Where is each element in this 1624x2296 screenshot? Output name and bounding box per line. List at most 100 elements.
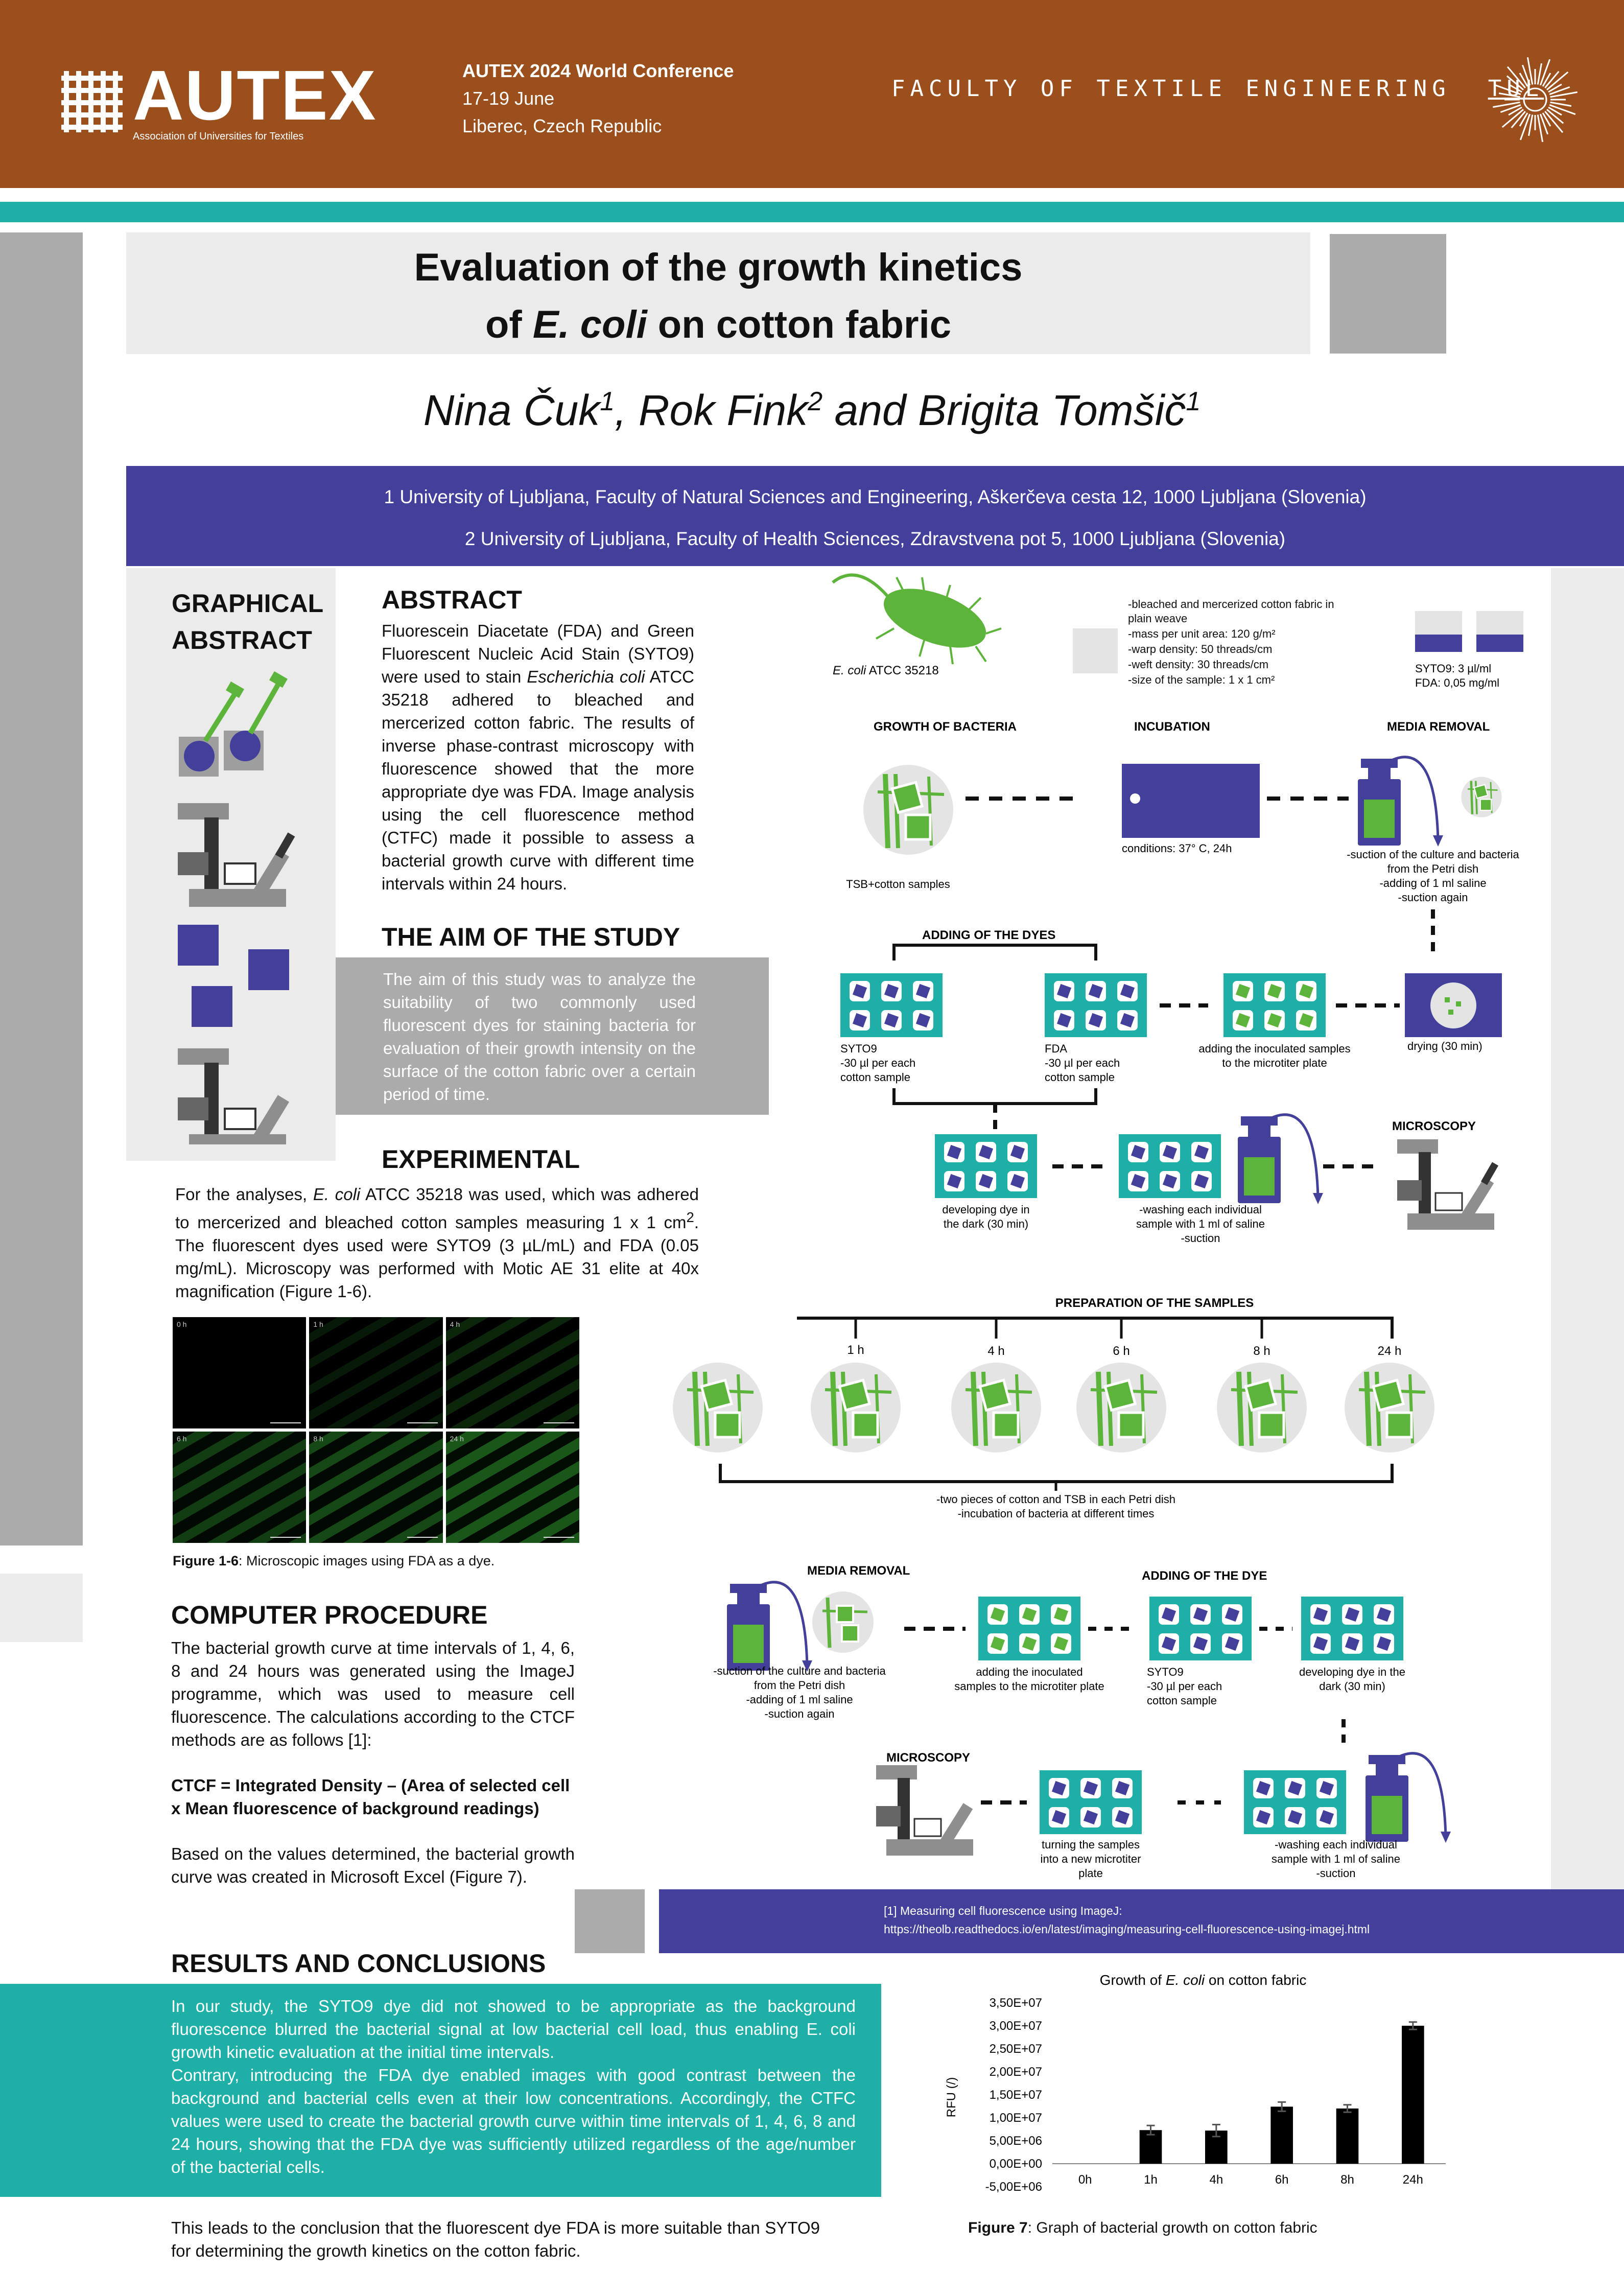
microtiter-plate-icon — [978, 1597, 1080, 1660]
svg-text:-washing each individual: -washing each individual — [1275, 1838, 1397, 1851]
microscopy-image: 6 h — [173, 1432, 307, 1543]
y-tick-label: 2,50E+07 — [990, 2042, 1042, 2056]
fda-conc: FDA: 0,05 mg/ml — [1415, 676, 1499, 689]
vacuum-pump-icon — [1358, 757, 1443, 847]
microscope-icon — [1397, 1139, 1498, 1230]
faculty-name: FACULTY OF TEXTILE ENGINEERING TUL — [891, 76, 1544, 102]
suction-notes: -suction of the culture and bacteria fro… — [1347, 848, 1519, 904]
svg-text:sample with 1 ml of saline: sample with 1 ml of saline — [1272, 1853, 1400, 1865]
svg-text:-mass per unit area: 120 g/m²: -mass per unit area: 120 g/m² — [1128, 627, 1276, 640]
microscopy-image: 8 h — [309, 1432, 443, 1543]
svg-text:-suction of the culture and ba: -suction of the culture and bacteria — [713, 1665, 886, 1677]
poster-title: Evaluation of the growth kinetics of E. … — [414, 246, 1023, 346]
syto9-2-notes: SYTO9 -30 µl per each cotton sample — [1147, 1666, 1222, 1707]
reference-gray-square — [575, 1889, 645, 1953]
svg-text:samples to the microtiter plat: samples to the microtiter plate — [954, 1680, 1104, 1693]
svg-text:-suction: -suction — [1316, 1867, 1355, 1880]
svg-text:24 h: 24 h — [1378, 1344, 1402, 1358]
conference-title: AUTEX 2024 World Conference — [462, 60, 734, 81]
svg-text:sample with 1 ml of saline: sample with 1 ml of saline — [1136, 1217, 1265, 1230]
svg-text:4 h: 4 h — [987, 1344, 1004, 1358]
x-tick-label: 1h — [1144, 2173, 1158, 2187]
developing2-notes: developing dye in the dark (30 min) — [1299, 1666, 1405, 1693]
developing-notes: developing dye in the dark (30 min) — [942, 1203, 1029, 1230]
svg-text:1 h: 1 h — [847, 1343, 864, 1357]
svg-text:cotton sample: cotton sample — [1147, 1694, 1217, 1707]
microscope-icon — [876, 1765, 973, 1856]
fabric-specs: -bleached and mercerized cotton fabric i… — [1128, 598, 1334, 686]
title-box — [126, 232, 1310, 354]
svg-text:the dark (30 min): the dark (30 min) — [944, 1217, 1028, 1230]
aim-box — [336, 957, 769, 1115]
suction2-notes: -suction of the culture and bacteria fro… — [713, 1665, 886, 1720]
microscope-icon — [178, 803, 295, 907]
svg-text:-30 µl per each: -30 µl per each — [840, 1057, 915, 1069]
dye-vials-icon — [1415, 611, 1523, 652]
microtiter-plate-icon — [1149, 1597, 1252, 1660]
ecoli-label: E. coli ATCC 35218 — [833, 664, 939, 677]
svg-text:developing dye in the: developing dye in the — [1299, 1666, 1405, 1678]
x-tick-label: 6h — [1275, 2173, 1289, 2187]
conference-info: AUTEX 2024 World Conference 17-19 June L… — [462, 57, 734, 140]
washing2-notes: -washing each individual sample with 1 m… — [1272, 1838, 1400, 1880]
results-box — [0, 1984, 881, 2197]
chart-title: Growth of E. coli on cotton fabric — [1100, 1972, 1307, 1988]
svg-text:adding the inoculated: adding the inoculated — [976, 1666, 1082, 1678]
petri-dish-icon — [1217, 1363, 1307, 1452]
petri-dish-icon — [951, 1363, 1041, 1452]
svg-text:-suction: -suction — [1181, 1232, 1220, 1245]
y-tick-label: 3,50E+07 — [990, 1996, 1042, 2010]
results-heading: RESULTS AND CONCLUSIONS — [171, 1949, 546, 1978]
syto9-conc: SYTO9: 3 µl/ml — [1415, 662, 1491, 675]
svg-text:cotton sample: cotton sample — [840, 1071, 910, 1084]
syto9-notes: SYTO9 -30 µl per each cotton sample — [840, 1042, 915, 1084]
computer-text: The bacterial growth curve at time inter… — [171, 1638, 575, 1886]
microscopy-image: 1 h — [309, 1317, 443, 1428]
svg-text:cotton sample: cotton sample — [1045, 1071, 1115, 1084]
reference-text: [1] Measuring cell fluorescence using Im… — [884, 1904, 1370, 1936]
growth-chart: Growth of E. coli on cotton fabric RFU (… — [945, 1972, 1446, 2194]
drying-label: drying (30 min) — [1407, 1040, 1482, 1052]
adding-dyes-label: ADDING OF THE DYES — [922, 928, 1055, 942]
left-light-strip — [0, 1574, 83, 1642]
svg-text:-size of the sample: 1 x 1 cm²: -size of the sample: 1 x 1 cm² — [1128, 673, 1275, 686]
media-removal-label: MEDIA REMOVAL — [1387, 720, 1490, 734]
petri-dish-icon — [811, 1363, 901, 1452]
svg-text:turning the samples: turning the samples — [1042, 1838, 1140, 1851]
vacuum-pump-icon — [727, 1582, 812, 1672]
svg-text:-warp density: 50 threads/cm: -warp density: 50 threads/cm — [1128, 643, 1272, 655]
error-bar — [1146, 2124, 1155, 2136]
x-tick-label: 8h — [1340, 2173, 1354, 2187]
x-tick-label: 24h — [1403, 2173, 1423, 2187]
figure-7-caption: Figure 7: Graph of bacterial growth on c… — [968, 2219, 1317, 2236]
second-scheme: MEDIA REMOVAL -suction of the culture an… — [713, 1564, 1551, 1880]
error-bar — [1343, 2104, 1352, 2113]
time-labels: 0 h 1 h 4 h 6 h 8 h 24 h — [847, 1343, 1402, 1358]
media-removal2-label: MEDIA REMOVAL — [807, 1564, 910, 1578]
teal-divider — [0, 202, 1624, 222]
sample-square-icon — [178, 925, 219, 966]
y-tick-label: -5,00E+06 — [985, 2180, 1042, 2194]
svg-text:plain weave: plain weave — [1128, 612, 1187, 625]
svg-text:plate: plate — [1078, 1867, 1103, 1880]
conference-dates: 17-19 June — [462, 88, 555, 109]
autex-subtitle: Association of Universities for Textiles — [133, 131, 304, 142]
incubation-label: INCUBATION — [1134, 720, 1210, 734]
abstract-heading: ABSTRACT — [382, 585, 522, 614]
microscopy2-label: MICROSCOPY — [886, 1751, 970, 1765]
y-tick-label: 2,00E+07 — [990, 2065, 1042, 2079]
microtiter-plate-icon — [935, 1134, 1037, 1198]
preparation-petri-row: -two pieces of cotton and TSB in each Pe… — [664, 1349, 1551, 1520]
chart-bar — [1336, 2108, 1359, 2164]
svg-text:-two pieces of cotton and TSB: -two pieces of cotton and TSB in each Pe… — [936, 1493, 1175, 1506]
prep-notes: -two pieces of cotton and TSB in each Pe… — [936, 1493, 1175, 1520]
computer-heading: COMPUTER PROCEDURE — [171, 1601, 488, 1629]
prep-label: PREPARATION OF THE SAMPLES — [1055, 1296, 1254, 1310]
graphical-abstract-icons — [178, 671, 295, 1144]
title-gray-square — [1330, 234, 1446, 354]
svg-text:-weft density: 30 threads/cm: -weft density: 30 threads/cm — [1128, 658, 1268, 671]
washing-notes: -washing each individual sample with 1 m… — [1136, 1203, 1265, 1245]
figure-1-6-caption: Figure 1-6: Microscopic images using FDA… — [173, 1553, 495, 1568]
chart-ylabel: RFU (/) — [945, 2077, 958, 2118]
results-text: In our study, the SYTO9 dye did not show… — [171, 1997, 856, 2176]
